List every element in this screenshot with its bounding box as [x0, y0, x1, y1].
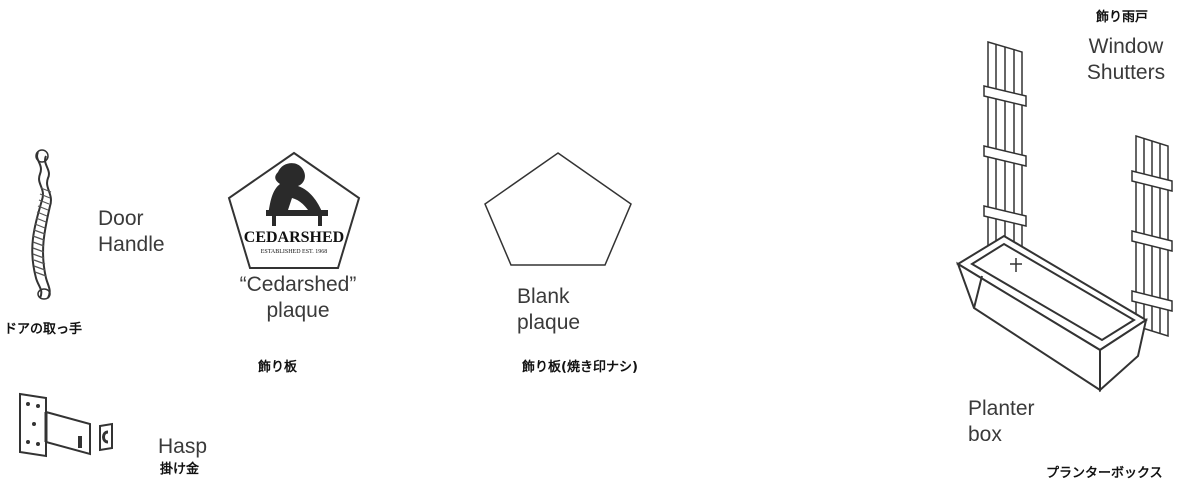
window-shutters-label: Window Shutters	[1086, 35, 1166, 84]
door-handle-label-jp: ドアの取っ手	[4, 322, 83, 337]
door-handle-label: Door Handle	[98, 207, 165, 256]
planter-box-icon	[952, 228, 1162, 398]
window-shutters-label-jp: 飾り雨戸	[1096, 10, 1149, 25]
hasp-label: Hasp	[158, 435, 208, 458]
hasp-icon	[16, 390, 124, 460]
planter-box-label-jp: プランターボックス	[1046, 466, 1163, 481]
hasp-label-jp: 掛け金	[160, 462, 200, 477]
blank-plaque-label-jp: 飾り板(焼き印ナシ)	[522, 360, 638, 375]
planter-box-label: Planter box	[968, 397, 1035, 446]
cedarshed-plaque-label: “Cedarshed” plaque	[239, 273, 357, 322]
window-shutters-icon	[976, 36, 1186, 338]
pentagon-icon	[482, 150, 634, 268]
door-handle-icon	[14, 148, 60, 300]
cedarshed-logo-subtext: ESTABLISHED EST. 1968	[261, 249, 328, 255]
cedarshed-logo-text: CEDARSHED	[244, 229, 344, 246]
blank-plaque-label: Blank plaque	[517, 285, 581, 334]
cedarshed-plaque-icon: CEDARSHED ESTABLISHED EST. 1968	[226, 150, 362, 270]
cedarshed-plaque-label-jp: 飾り板	[258, 360, 298, 375]
